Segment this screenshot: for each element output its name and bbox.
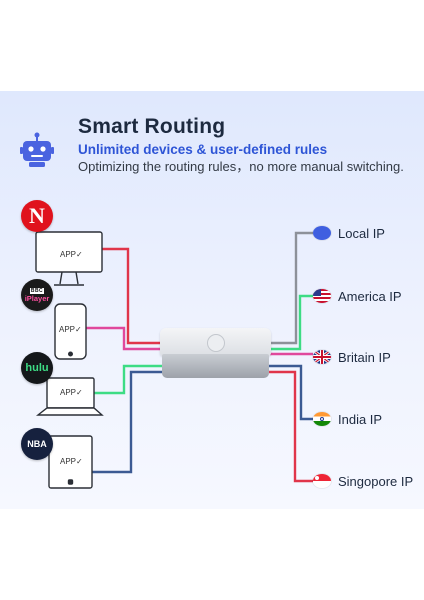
ip-item-america: America IP	[313, 287, 402, 305]
ip-item-local: Local IP	[313, 224, 385, 242]
ip-item-singapore: Singopore IP	[313, 472, 413, 490]
uk-flag-icon	[313, 350, 331, 364]
ip-label-india: India IP	[338, 411, 383, 427]
ip-label-britain: Britain IP	[338, 349, 391, 365]
wire-iplayer	[86, 326, 162, 351]
router-device	[160, 328, 271, 379]
page-subtitle: Unlimited devices & user-defined rules	[78, 142, 328, 157]
page-description: Optimizing the routing rules，no more man…	[78, 159, 404, 174]
tablet-device	[48, 435, 93, 489]
ip-item-britain: Britain IP	[313, 348, 391, 366]
us-flag-icon	[313, 289, 331, 303]
monitor-app-label: APP✓	[60, 250, 83, 259]
wire-india-ip	[269, 364, 313, 421]
laptop-app-label: APP✓	[60, 388, 83, 397]
wire-america-ip	[269, 294, 313, 351]
monitor-device	[35, 231, 103, 286]
laptop-device	[35, 377, 104, 416]
netflix-logo-icon: N	[21, 200, 53, 232]
hulu-logo-icon: hulu	[21, 352, 53, 384]
page-title: Smart Routing	[78, 115, 226, 138]
ip-label-local: Local IP	[338, 225, 385, 241]
wire-netflix	[102, 247, 162, 345]
tablet-app-label: APP✓	[60, 457, 83, 466]
wire-local-ip	[269, 231, 313, 345]
robot-icon	[20, 132, 54, 167]
phone-app-label: APP✓	[59, 325, 82, 334]
ip-item-india: India IP	[313, 410, 382, 428]
nba-logo-icon: NBA	[21, 428, 53, 460]
wire-singapore-ip	[269, 370, 313, 483]
ip-label-singapore: Singopore IP	[338, 473, 414, 489]
routing-wires	[35, 231, 313, 489]
local-ip-dot-icon	[313, 226, 331, 240]
bbc-iplayer-logo-icon: BBC iPlayer	[21, 279, 53, 311]
router-front	[162, 354, 269, 378]
wire-nba	[92, 370, 162, 474]
wire-hulu	[94, 364, 162, 395]
india-flag-icon	[313, 412, 331, 426]
smart-routing-panel: Smart Routing Unlimited devices & user-d…	[0, 91, 424, 509]
phone-device	[54, 303, 87, 360]
ip-label-america: America IP	[338, 288, 402, 304]
router-logo-icon	[207, 334, 225, 352]
singapore-flag-icon	[313, 474, 331, 488]
router-top	[160, 328, 271, 356]
